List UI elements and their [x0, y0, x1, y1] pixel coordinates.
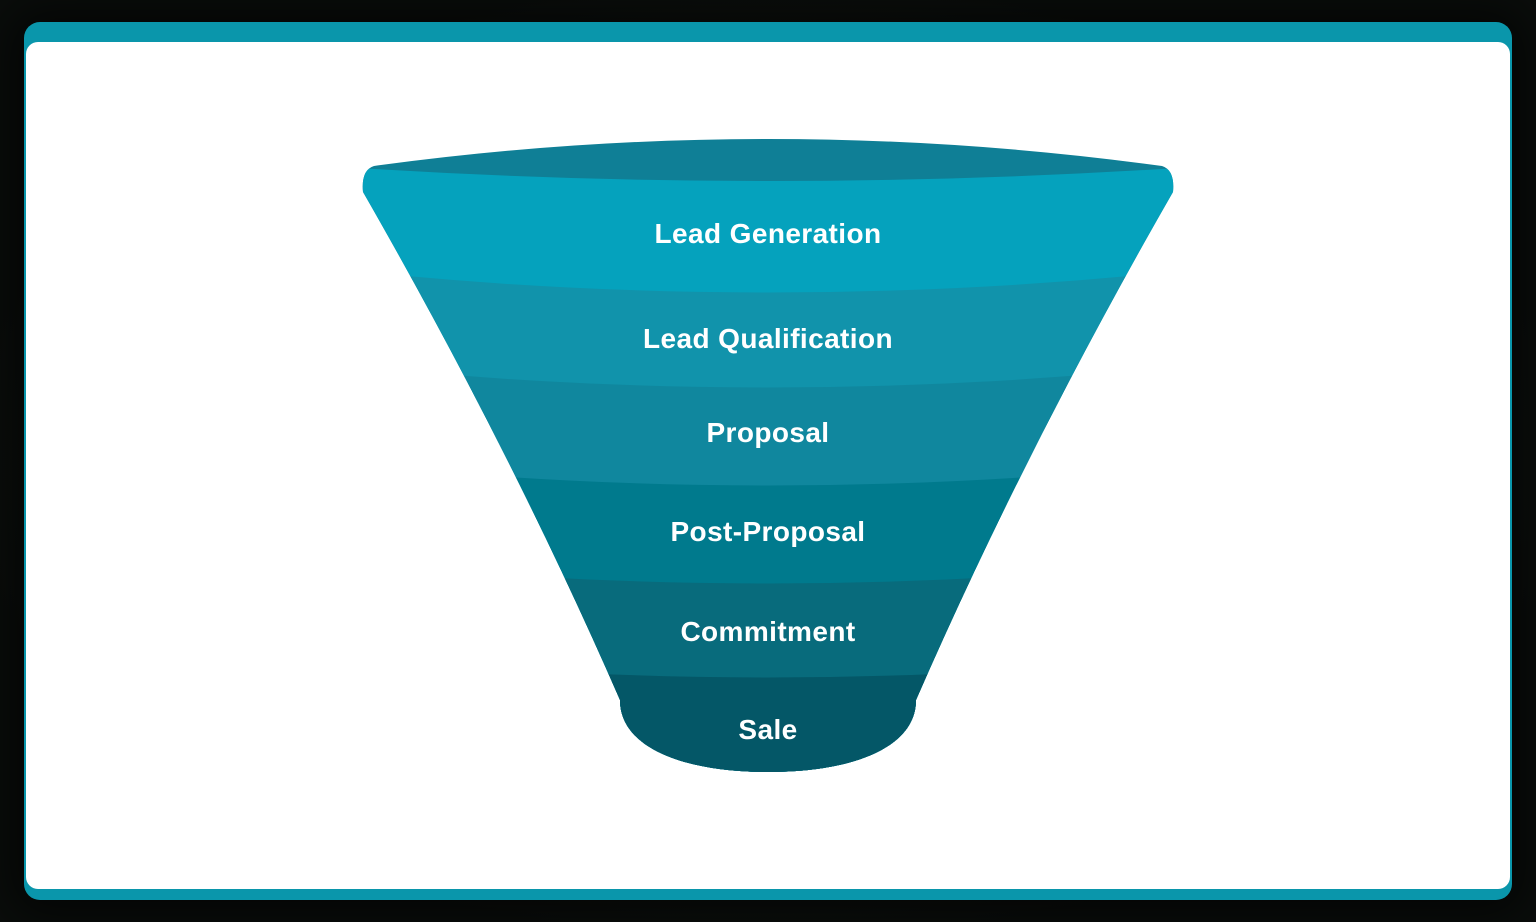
funnel-stage-1-label: Lead Generation	[655, 218, 882, 249]
funnel-stage-2-label: Lead Qualification	[643, 323, 893, 354]
funnel-stage-5-label: Commitment	[680, 616, 855, 647]
funnel-stage-6-label: Sale	[738, 714, 797, 745]
funnel-stage-3-label: Proposal	[706, 417, 829, 448]
funnel-stage-4-label: Post-Proposal	[670, 516, 865, 547]
